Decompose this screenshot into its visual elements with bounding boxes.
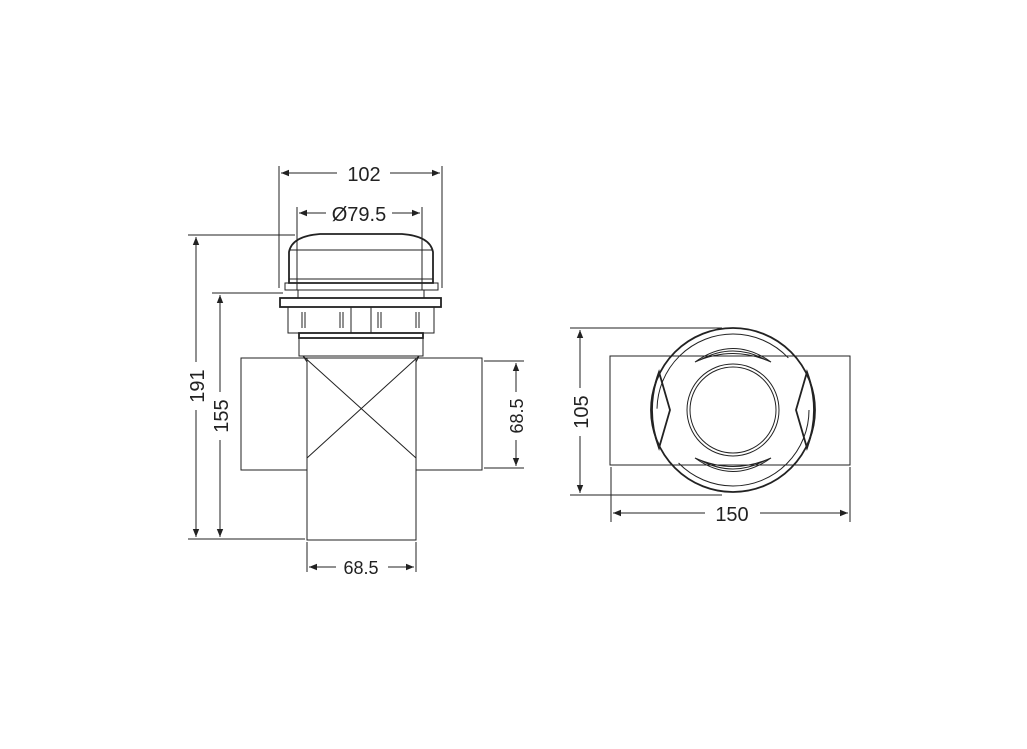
cap-ring <box>284 282 439 291</box>
cap-opening <box>686 363 780 457</box>
cross-lines <box>302 355 420 470</box>
cap <box>288 233 434 284</box>
dim-overall-width: 102 <box>347 164 380 186</box>
dim-side-outlet: 68.5 <box>507 398 527 433</box>
dim-overall-height: 191 <box>187 369 209 402</box>
side-view: 102 Ø79.5 191 155 68.5 68.5 <box>187 164 527 578</box>
flange <box>279 297 442 308</box>
cap-outer <box>650 327 816 493</box>
dim-front-height: 105 <box>571 395 593 428</box>
nut <box>287 306 435 334</box>
front-view: 105 150 <box>570 327 851 526</box>
dim-body-height: 155 <box>211 399 233 432</box>
dim-bottom-outlet: 68.5 <box>343 558 378 578</box>
tee-body <box>240 357 483 541</box>
dim-front-width: 150 <box>715 504 748 526</box>
pipe-body <box>609 355 851 466</box>
dim-cap-diameter: Ø79.5 <box>332 204 386 226</box>
collar <box>298 337 424 357</box>
